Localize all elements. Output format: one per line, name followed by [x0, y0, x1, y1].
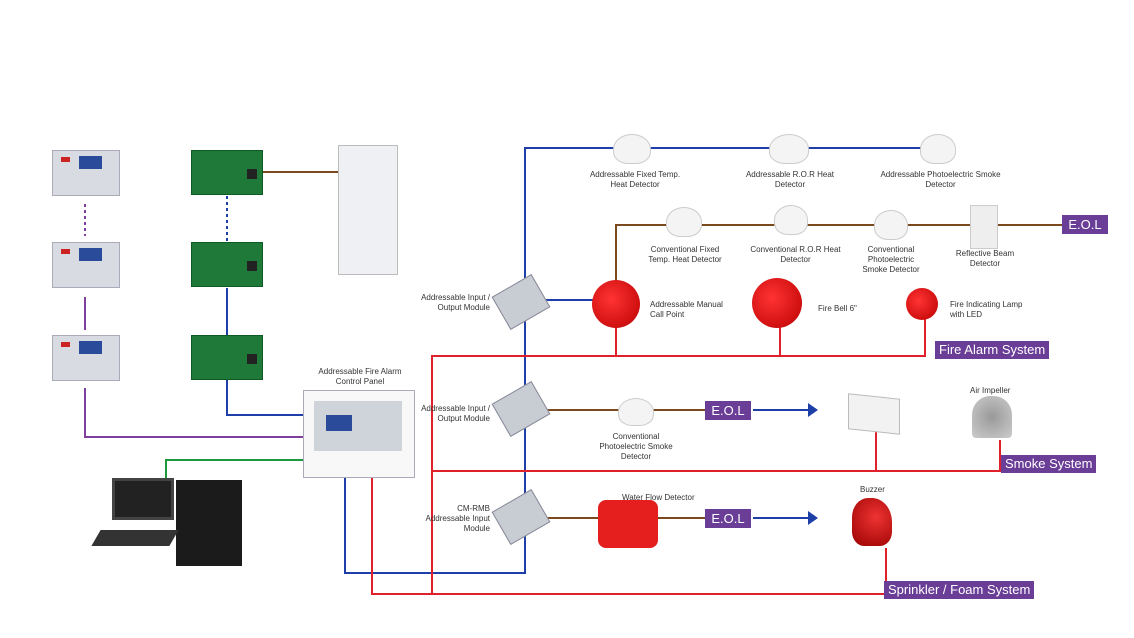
network-card	[191, 335, 263, 380]
device-label: Buzzer	[860, 485, 885, 494]
module-label: CM-RMB Addressable Input Module	[425, 504, 491, 533]
detector-label: Conventional R.O.R Heat Detector	[750, 245, 841, 264]
water-flow-detector	[598, 500, 658, 548]
photoelectric-smoke-detector	[920, 134, 956, 164]
sprinkler-system-label: Sprinkler / Foam System	[884, 581, 1035, 599]
network-card	[191, 150, 263, 195]
keyboard	[91, 530, 179, 546]
computer-monitor	[112, 478, 174, 520]
ror-heat-detector	[769, 134, 809, 164]
smoke-circuit-wire	[432, 440, 1001, 472]
pcb-panel-wire	[226, 380, 305, 416]
detector-label: Conventional Fixed Temp. Heat Detector	[648, 245, 722, 264]
signal-loop-wire	[344, 147, 945, 574]
network-card	[191, 242, 263, 287]
detector-label: Addressable Photoelectric Smoke Detector	[880, 170, 1001, 189]
device-label: Air Impeller	[970, 386, 1011, 395]
conventional-smoke-detector	[874, 210, 908, 240]
eol-resistor: E.O.L	[705, 401, 751, 420]
fixed-heat-detector	[613, 134, 651, 164]
pc-link-wire	[165, 459, 305, 480]
detector-label: Addressable R.O.R Heat Detector	[745, 170, 835, 189]
arrow-head-icon	[808, 403, 818, 417]
eol-resistor: E.O.L	[705, 509, 751, 528]
repeater-panel	[52, 335, 120, 381]
indicating-lamp	[906, 288, 938, 320]
arrow-head-icon	[808, 511, 818, 525]
eol-resistor: E.O.L	[1062, 215, 1108, 234]
device-label: Conventional Photoelectric Smoke Detecto…	[599, 432, 673, 461]
sprinkler-circuit-wire	[371, 478, 887, 595]
smoke-damper	[848, 393, 900, 435]
detector-label: Conventional Photoelectric Smoke Detecto…	[862, 245, 920, 274]
repeater-panel	[52, 242, 120, 288]
smoke-system-label: Smoke System	[1001, 455, 1097, 473]
device-label: Water Flow Detector	[622, 493, 695, 502]
module-label: Addressable Input / Output Module	[421, 293, 490, 312]
air-impeller	[972, 396, 1012, 438]
device-label: Fire Bell 6"	[818, 304, 857, 313]
control-panel-label: Addressable Fire Alarm Control Panel	[318, 367, 402, 386]
device-label: Addressable Manual Call Point	[650, 300, 723, 319]
detector-label: Addressable Fixed Temp. Heat Detector	[589, 170, 681, 189]
network-panel-wire	[84, 388, 305, 438]
computer-tower	[176, 480, 242, 566]
device-label: Fire Indicating Lamp with LED	[950, 300, 1023, 319]
alarm-circuit-wire	[431, 318, 926, 594]
repeater-panel	[52, 150, 120, 196]
equipment-cabinet	[338, 145, 398, 275]
reflective-beam-detector	[970, 205, 998, 249]
conventional-ror-heat-detector	[774, 205, 808, 235]
smoke-detector	[618, 398, 654, 426]
conventional-fixed-heat-detector	[666, 207, 702, 237]
control-panel	[303, 390, 415, 478]
detector-label: Reflective Beam Detector	[955, 249, 1015, 268]
manual-call-point	[592, 280, 640, 328]
conventional-loop-wire	[615, 224, 1062, 285]
buzzer	[852, 498, 892, 546]
module-label: Addressable Input / Output Module	[421, 404, 490, 423]
fire-bell	[752, 278, 802, 328]
fire-alarm-system-label: Fire Alarm System	[935, 341, 1050, 359]
